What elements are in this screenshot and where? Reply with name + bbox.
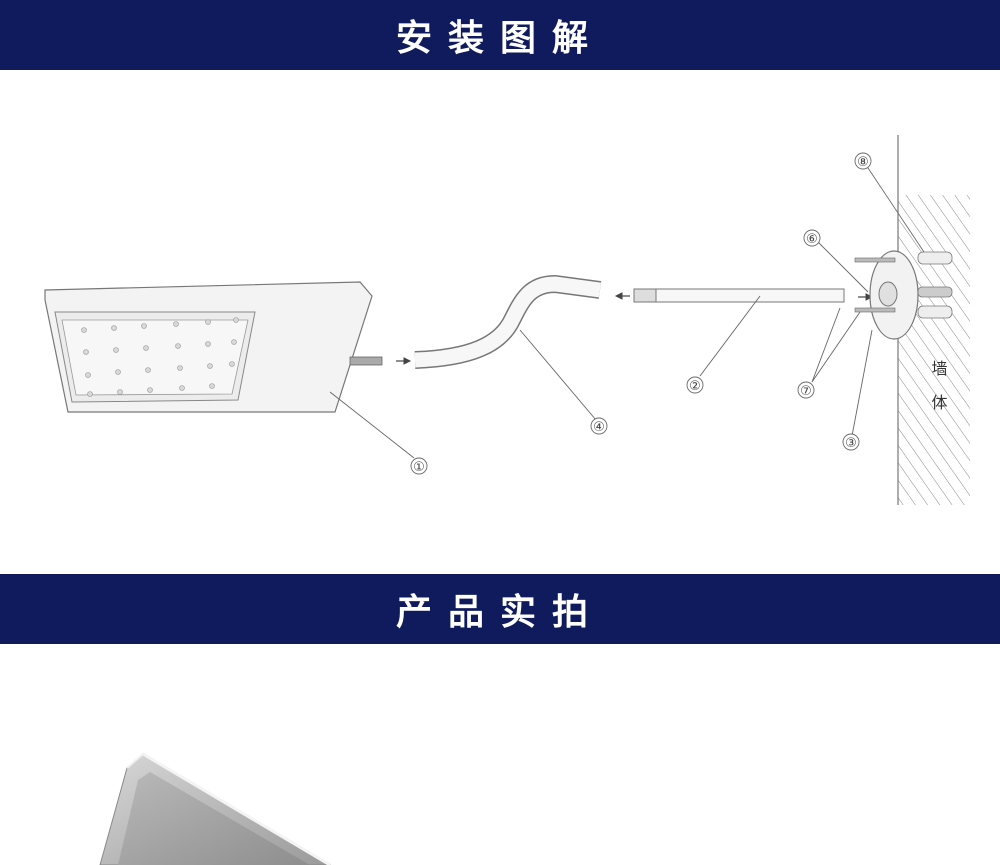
callout-8-label: ⑧ xyxy=(857,155,869,170)
callout-4-label: ④ xyxy=(593,420,605,435)
callout-7-circle xyxy=(797,381,815,399)
wall xyxy=(897,135,970,505)
installation-diagram: ① ④ ② ③ ⑥ ⑦ ⑧ 墙体 xyxy=(44,135,970,505)
section-title-product-photo: 产品实拍 xyxy=(395,592,604,633)
section-banner-installation: 安装图解 xyxy=(0,0,1000,70)
callout-1-circle xyxy=(410,457,428,475)
wall-flange xyxy=(854,250,953,340)
callout-2-circle xyxy=(686,376,704,394)
section-title-installation: 安装图解 xyxy=(395,18,604,59)
leader-lines xyxy=(329,164,925,459)
straight-pole xyxy=(633,288,845,303)
product-photo xyxy=(99,752,331,865)
callout-3-label: ③ xyxy=(845,436,857,451)
callout-3-circle xyxy=(842,433,860,451)
callout-8-circle xyxy=(854,152,872,170)
lamp-head xyxy=(44,281,383,413)
callout-7-label: ⑦ xyxy=(800,384,812,399)
section-banner-product-photo: 产品实拍 xyxy=(0,574,1000,644)
callout-1-label: ① xyxy=(413,460,425,475)
callout-2-label: ② xyxy=(689,379,701,394)
assembly-arrows xyxy=(396,292,874,365)
callout-6-label: ⑥ xyxy=(806,232,818,247)
callout-4-circle xyxy=(590,417,608,435)
callout-6-circle xyxy=(803,229,821,247)
wall-label: 墙体 xyxy=(929,360,948,428)
